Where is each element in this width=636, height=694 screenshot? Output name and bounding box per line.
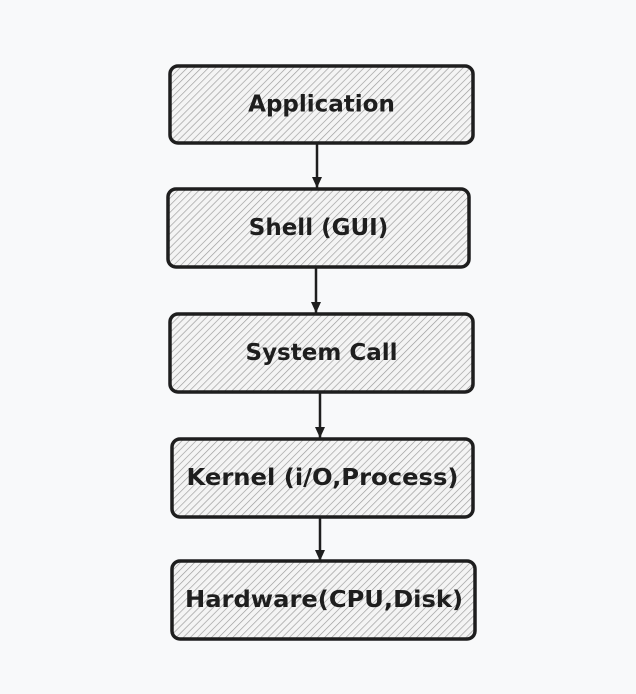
- node-kernel-label: Kernel (i/O,Process): [187, 465, 459, 491]
- node-application-label: Application: [248, 92, 395, 118]
- node-shell-label: Shell (GUI): [249, 215, 388, 241]
- node-hardware-label: Hardware(CPU,Disk): [185, 587, 463, 613]
- node-system-call-box: [168, 312, 475, 394]
- node-application[interactable]: Application: [168, 64, 475, 145]
- node-hardware-box: [170, 559, 477, 641]
- node-kernel[interactable]: Kernel (i/O,Process): [170, 437, 475, 519]
- node-system-call[interactable]: System Call: [168, 312, 475, 394]
- node-kernel-box: [170, 437, 475, 519]
- node-application-box: [168, 64, 475, 145]
- node-hardware[interactable]: Hardware(CPU,Disk): [170, 559, 477, 641]
- node-shell-box: [166, 187, 471, 269]
- node-system-call-label: System Call: [246, 340, 398, 366]
- node-shell[interactable]: Shell (GUI): [166, 187, 471, 269]
